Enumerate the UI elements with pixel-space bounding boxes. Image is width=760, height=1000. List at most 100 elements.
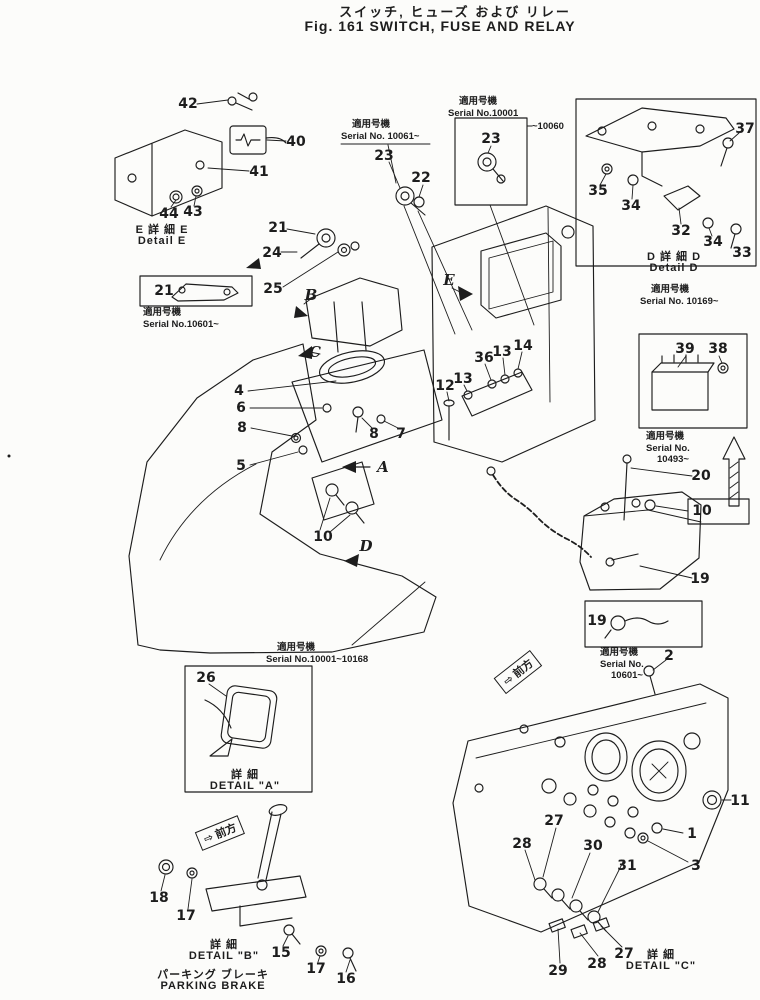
box-switch-19 [584, 600, 703, 648]
callout-3: 3 [691, 858, 701, 874]
callout-21-boxed: 21 [154, 283, 174, 299]
serial-note-10601: 適用号機 Serial No. 10601~ [600, 647, 644, 681]
callout-25: 25 [263, 281, 283, 297]
detail-e-label-en: Detail E [137, 235, 187, 247]
callout-39: 39 [675, 341, 695, 357]
callout-16: 16 [336, 971, 356, 987]
callout-13b: 13 [453, 371, 473, 387]
callout-8b: 8 [369, 426, 379, 442]
battery-group [579, 454, 750, 591]
detail-a-box [184, 665, 313, 793]
callout-36: 36 [474, 350, 494, 366]
callout-38: 38 [708, 341, 728, 357]
callout-23: 23 [374, 148, 394, 164]
detail-b-label-en: DETAIL "B" [188, 950, 260, 962]
floor-hardware-group [247, 380, 399, 466]
view-letter-a: A [377, 458, 389, 476]
callout-28b: 28 [587, 956, 607, 972]
callout-33: 33 [732, 245, 752, 261]
callout-28: 28 [512, 836, 532, 852]
callout-19-boxed: 19 [587, 613, 607, 629]
callout-31: 31 [617, 858, 637, 874]
callout-12: 12 [435, 378, 455, 394]
detail-d-label-en: Detail D [649, 262, 699, 274]
callout-13: 13 [492, 344, 512, 360]
instrument-panel [452, 659, 732, 933]
callout-37: 37 [735, 121, 755, 137]
callout-27: 27 [544, 813, 564, 829]
callout-18: 18 [149, 890, 169, 906]
view-letter-d: D [359, 537, 373, 555]
callout-40: 40 [286, 134, 306, 150]
callout-43: 43 [183, 204, 203, 220]
callout-2: 2 [664, 648, 674, 664]
serial-note-10061: 適用号機 Serial No. 10061~ [341, 119, 420, 142]
callout-11: 11 [730, 793, 750, 809]
detail-a-label-jp: 詳 細 [230, 769, 260, 781]
callout-1: 1 [687, 826, 697, 842]
callout-6: 6 [236, 400, 246, 416]
serial-note-10493: 適用号機 Serial No. 10493~ [646, 431, 690, 465]
hatched-arrow [722, 436, 746, 507]
serial-note-10169: 適用号機 Serial No. 10169~ [640, 284, 719, 307]
callout-19: 19 [690, 571, 710, 587]
detail-a-label-en: DETAIL "A" [209, 780, 281, 792]
callout-34b: 34 [703, 234, 723, 250]
wire-harness [486, 466, 592, 558]
serial-note-main: 適用号機 Serial No.10001~10168 [266, 642, 369, 665]
callout-32: 32 [671, 223, 691, 239]
detail-c-label-en: DETAIL "C" [625, 960, 697, 972]
bracket-36-group [443, 351, 533, 441]
callout-20: 20 [691, 468, 711, 484]
switch-23-group [340, 143, 473, 335]
machine-body [128, 205, 596, 654]
parking-brake-label-jp: パーキング ブレーキ [157, 969, 269, 981]
figure-title-english: Fig. 161 SWITCH, FUSE AND RELAY [304, 18, 576, 34]
callout-44: 44 [159, 206, 179, 222]
detail-e-label-jp: E 詳 細 E [135, 224, 189, 236]
detail-b-label-jp: 詳 細 [209, 939, 239, 951]
detail-d-label-jp: D 詳 細 D [646, 251, 702, 263]
callout-27b: 27 [614, 946, 634, 962]
forward-arrow-icon: ⇨ [202, 830, 216, 846]
figure-title-japanese: スイッチ, ヒューズ および リレー [339, 4, 571, 20]
callout-35: 35 [588, 183, 608, 199]
switch-10-group [311, 461, 375, 533]
callout-17b: 17 [306, 961, 326, 977]
serial-note-10001: 適用号機 Serial No.10001 [448, 96, 519, 119]
callout-42: 42 [178, 96, 198, 112]
detail-d-box [575, 98, 757, 267]
misc-leader-lines [351, 581, 426, 646]
detail-e-assembly [114, 92, 287, 217]
callout-21: 21 [268, 220, 288, 236]
callout-15: 15 [271, 945, 291, 961]
parking-brake-label-en: PARKING BRAKE [160, 980, 266, 992]
relay-box-39-38 [638, 333, 748, 429]
callout-14: 14 [513, 338, 533, 354]
view-letter-e: E [443, 271, 455, 289]
switch-21-group [246, 228, 360, 288]
box-item-21 [139, 275, 253, 307]
callout-10: 10 [313, 529, 333, 545]
callout-5: 5 [236, 458, 246, 474]
callout-29: 29 [548, 963, 568, 979]
box-switch-23 [454, 117, 535, 326]
parking-brake-group [158, 804, 357, 973]
callout-22: 22 [411, 170, 431, 186]
serial-note-10601-left: 適用号機 Serial No.10601~ [143, 307, 219, 330]
callout-24: 24 [262, 245, 282, 261]
detail-c-label-jp: 詳 細 [646, 949, 676, 961]
callout-10-boxed: 10 [692, 503, 712, 519]
view-arrow-marks [294, 286, 473, 567]
callout-4: 4 [234, 383, 244, 399]
view-letter-b: B [304, 286, 318, 304]
callout-41: 41 [249, 164, 269, 180]
callout-8: 8 [237, 420, 247, 436]
callout-7: 7 [396, 426, 406, 442]
view-letter-c: C [309, 343, 321, 361]
callout-23-boxed: 23 [481, 131, 501, 147]
callout-17: 17 [176, 908, 196, 924]
bottom-switch-cluster [524, 827, 625, 964]
